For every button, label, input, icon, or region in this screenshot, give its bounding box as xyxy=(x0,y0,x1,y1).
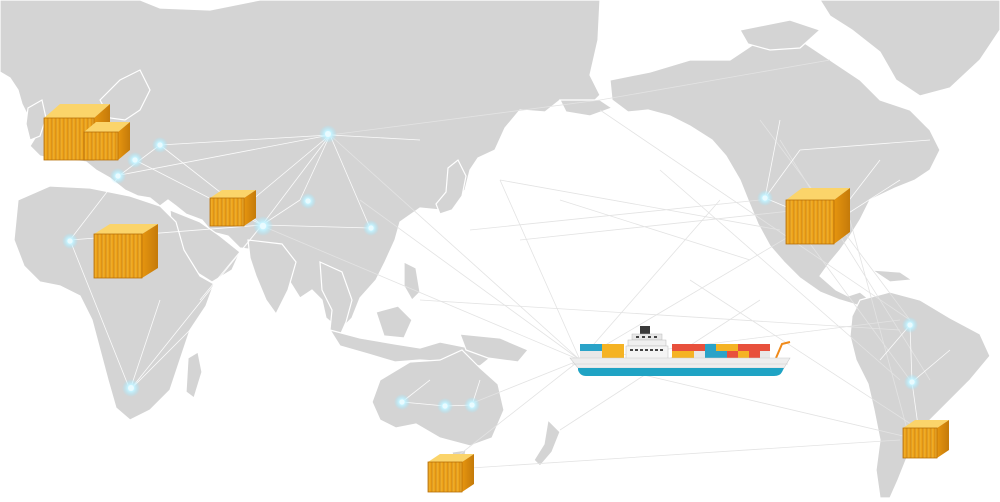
land-new-zealand xyxy=(533,418,561,467)
hub-node-icon xyxy=(62,233,78,249)
land-madagascar xyxy=(185,351,203,399)
land-arctic-islands xyxy=(739,19,822,51)
land-new-guinea xyxy=(459,333,529,363)
land-scandinavia xyxy=(99,69,151,121)
land-india xyxy=(247,239,297,316)
shipping-container-icon xyxy=(209,190,256,227)
hub-node-icon xyxy=(394,394,410,410)
shipping-container-icon xyxy=(83,122,130,161)
hub-nodes xyxy=(62,125,920,414)
hub-node-icon xyxy=(122,379,140,397)
land-south-america xyxy=(849,291,991,499)
hub-node-icon xyxy=(110,168,126,184)
land-japan xyxy=(435,159,467,215)
container-ship-icon xyxy=(569,326,791,376)
shipping-container-icon xyxy=(902,420,949,459)
hub-node-icon xyxy=(300,193,316,209)
hub-node-icon xyxy=(127,152,143,168)
land-britain xyxy=(25,99,47,141)
land-caribbean xyxy=(869,269,914,283)
hub-node-icon xyxy=(902,317,918,333)
hub-node-icon xyxy=(363,220,379,236)
hub-node-icon xyxy=(253,216,273,236)
hub-node-icon xyxy=(757,190,773,206)
land-australia xyxy=(371,349,505,447)
land-routes xyxy=(69,119,951,441)
hub-node-icon xyxy=(319,125,337,143)
hub-node-icon xyxy=(464,397,480,413)
ship-cargo-aft xyxy=(580,344,624,358)
land-greenland xyxy=(819,0,1000,97)
shipping-container-icon xyxy=(93,224,158,279)
land-north-america xyxy=(609,39,941,307)
hub-node-icon xyxy=(437,398,453,414)
hub-node-icon xyxy=(152,137,168,153)
land-borneo xyxy=(375,305,413,339)
shipping-container-icon xyxy=(785,188,850,245)
ship-cargo-fore xyxy=(672,344,770,358)
containers xyxy=(43,104,949,493)
land-philippines xyxy=(403,261,421,301)
hub-node-icon xyxy=(904,374,920,390)
land-alaska-chain xyxy=(559,99,614,117)
shipping-container-icon xyxy=(427,454,474,493)
